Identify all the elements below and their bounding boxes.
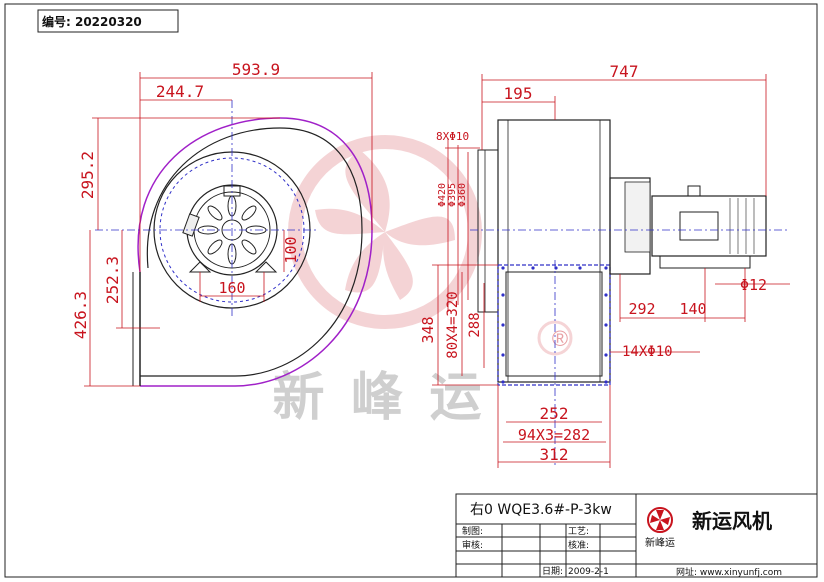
drafted-label: 制图: <box>462 525 483 537</box>
checked-label: 审核: <box>462 539 483 551</box>
dim-length: 747 <box>610 62 639 81</box>
logo-text: 新峰运 <box>645 536 675 549</box>
watermark-brand-text: 新 峰 运 <box>273 369 488 427</box>
date-label: 日期: <box>542 566 563 577</box>
dim-total-height: 426.3 <box>71 291 90 339</box>
drawing-number: 编号: 20220320 <box>41 14 142 29</box>
dim-outlet-inner-height: 288 <box>467 312 483 337</box>
left-view <box>84 72 373 387</box>
outlet-flange <box>497 264 611 386</box>
outlet-holes-label: 14XΦ10 <box>622 344 673 360</box>
dim-motor-292: 292 <box>628 300 655 318</box>
shaft-diameter: Φ12 <box>740 276 767 294</box>
title-block <box>455 493 818 578</box>
process-label: 工艺: <box>568 526 589 537</box>
dim-outlet-width: 312 <box>540 445 569 464</box>
drawing-number-box <box>37 9 179 33</box>
dim-outlet-pitch-horizontal: 94X3=282 <box>518 426 590 444</box>
sheet-border <box>4 3 818 578</box>
dia-395-label: Φ395 <box>447 183 458 207</box>
dim-hub-width: 160 <box>218 279 245 297</box>
dim-hub-height: 100 <box>282 236 300 263</box>
company-logo <box>647 507 673 533</box>
right-view <box>432 74 790 468</box>
watermark <box>288 135 573 356</box>
dim-outlet-height: 348 <box>419 316 437 343</box>
dia-420-label: Φ420 <box>437 183 448 207</box>
volute-outline-purple <box>137 117 373 387</box>
dim-outlet-pitch-vertical: 80X4=320 <box>445 291 461 358</box>
dim-inlet-offset: 244.7 <box>156 82 204 101</box>
inlet-flange <box>477 149 499 313</box>
date-value: 2009-2-1 <box>568 567 609 577</box>
motor-body <box>651 195 767 257</box>
model-label: 右0 WQE3.6#-P-3kw <box>470 502 612 518</box>
motor-terminal-box <box>679 211 719 241</box>
dia-360-label: Φ360 <box>457 183 468 207</box>
dim-shaft-offset: 195 <box>504 84 533 103</box>
motor-feet <box>659 255 751 269</box>
dim-width: 593.9 <box>232 60 280 79</box>
company-name: 新运风机 <box>692 509 772 533</box>
flange-holes-label: 8XΦ10 <box>436 130 469 143</box>
dim-top-height: 295.2 <box>78 151 97 199</box>
website: 网址: www.xinyunfj.com <box>676 566 782 578</box>
approved-label: 核准: <box>568 539 589 551</box>
volute-outline <box>140 127 363 377</box>
dim-outlet-inner-width: 252 <box>540 404 569 423</box>
dim-motor-140: 140 <box>679 300 706 318</box>
dim-mid-height: 252.3 <box>103 256 122 304</box>
registered-mark: ® <box>552 326 568 351</box>
